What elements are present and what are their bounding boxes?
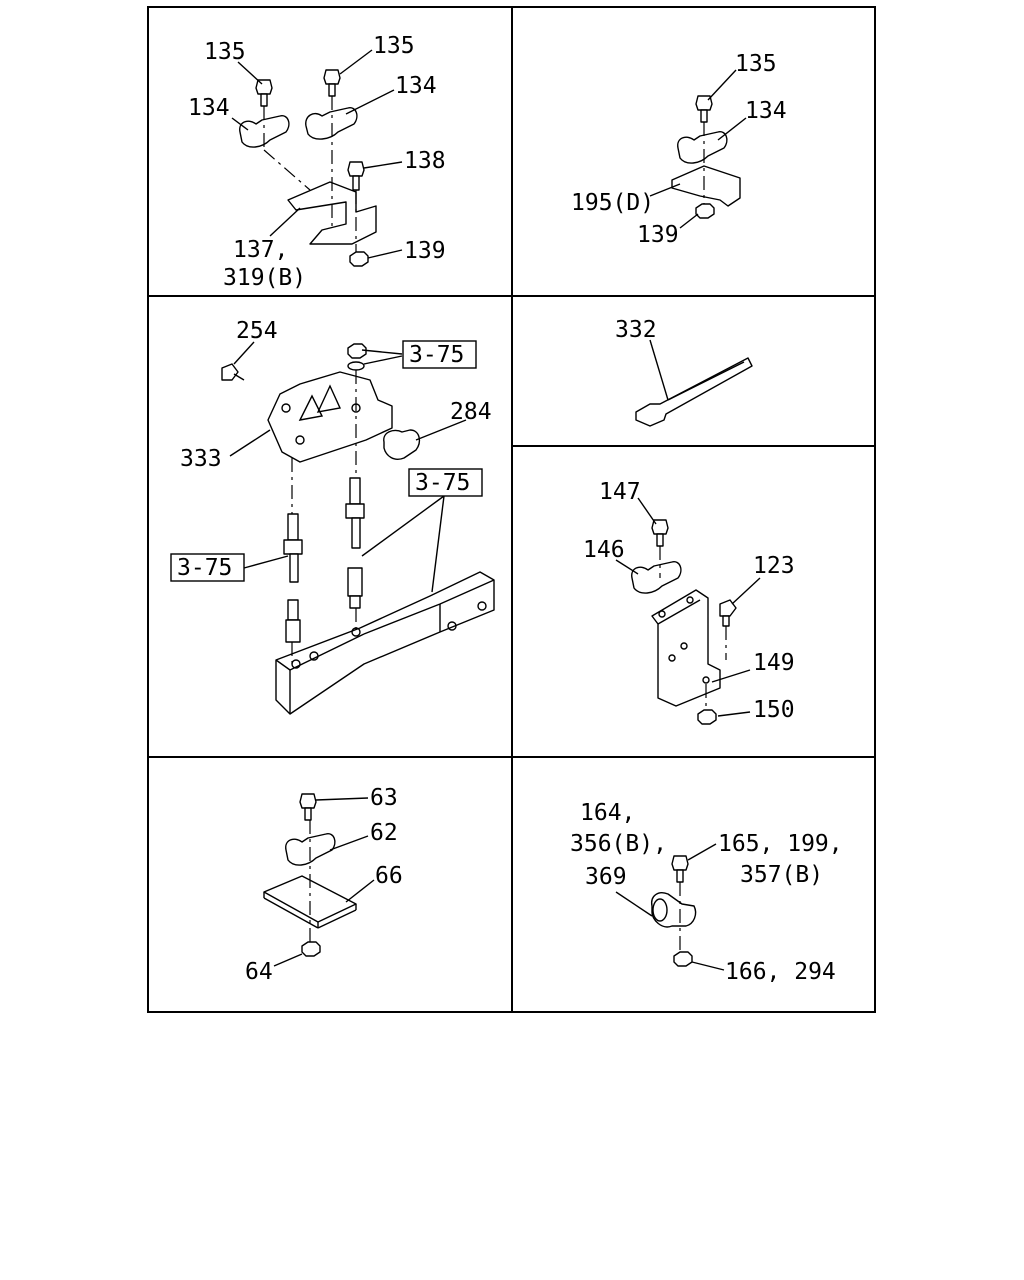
label-123: 123 xyxy=(753,553,795,579)
label-357b: 357(B) xyxy=(740,862,823,888)
panel-l-bracket-assembly: 147 146 123 149 150 xyxy=(583,479,795,725)
stud-right xyxy=(345,477,365,609)
label-138: 138 xyxy=(404,148,446,174)
label-134-c: 134 xyxy=(745,98,787,124)
bolt-254 xyxy=(221,363,245,381)
label-66: 66 xyxy=(375,863,403,889)
clip-146 xyxy=(631,561,682,594)
label-139-a: 139 xyxy=(404,238,446,264)
clip-134-right xyxy=(305,107,358,140)
nut-150 xyxy=(697,709,717,725)
bracket-333 xyxy=(267,371,393,463)
label-135-a: 135 xyxy=(204,39,246,65)
label-137: 137, xyxy=(233,237,288,263)
clip-284 xyxy=(383,429,421,460)
bolt-123 xyxy=(719,599,737,627)
panel-grid xyxy=(147,6,876,1013)
label-166-294: 166, 294 xyxy=(725,959,836,985)
label-63: 63 xyxy=(370,785,398,811)
ref-box-3-75-left xyxy=(170,553,245,582)
panel-clip-plate-assembly: 135 134 195(D) 139 xyxy=(571,51,787,248)
label-149: 149 xyxy=(753,650,795,676)
panel-cable-tie: 332 xyxy=(615,317,753,427)
frame-rail xyxy=(275,571,495,715)
clip-134-left xyxy=(239,115,290,148)
label-150: 150 xyxy=(753,697,795,723)
label-254: 254 xyxy=(236,318,278,344)
nut-64 xyxy=(301,941,321,957)
label-3-75-a: 3-75 xyxy=(409,342,464,368)
clip-134-panel2 xyxy=(677,131,728,164)
label-139-b: 139 xyxy=(637,222,679,248)
stud-left xyxy=(283,513,303,643)
panel-clip-pad-assembly: 63 62 66 64 xyxy=(245,785,403,985)
panel-bracket-frame-assembly: 254 3-75 284 333 3-75 3-75 xyxy=(170,318,495,715)
bolt-63 xyxy=(299,793,317,821)
nut-139-panel1 xyxy=(349,251,369,267)
label-3-75-b: 3-75 xyxy=(415,470,470,496)
nut-139-panel2 xyxy=(695,203,715,219)
label-319b: 319(B) xyxy=(223,265,306,291)
label-134-a: 134 xyxy=(395,73,437,99)
bolt-135-panel2 xyxy=(695,95,713,123)
label-164: 164, xyxy=(580,800,635,826)
label-146: 146 xyxy=(583,537,625,563)
label-147: 147 xyxy=(599,479,641,505)
panel-p-clip-assembly: 164, 356(B), 369 165, 199, 357(B) 166, 2… xyxy=(570,800,843,985)
panel-clip-bracket-assembly: 135 135 134 134 138 137, 319(B) 139 xyxy=(188,33,446,291)
bolt-138 xyxy=(347,161,365,191)
bolt-147 xyxy=(651,519,669,547)
ref-box-3-75-top xyxy=(402,340,477,369)
nut-166 xyxy=(673,951,693,967)
label-135-c: 135 xyxy=(735,51,777,77)
p-clip-164 xyxy=(651,892,697,928)
label-3-75-c: 3-75 xyxy=(177,555,232,581)
bolt-165 xyxy=(671,855,689,883)
washer-top xyxy=(347,361,365,371)
label-165-199: 165, 199, xyxy=(718,831,843,857)
ref-box-3-75-mid xyxy=(408,468,483,497)
label-284: 284 xyxy=(450,399,492,425)
label-134-b: 134 xyxy=(188,95,230,121)
label-333: 333 xyxy=(180,446,222,472)
bracket-195d xyxy=(671,165,741,207)
label-62: 62 xyxy=(370,820,398,846)
label-64: 64 xyxy=(245,959,273,985)
bolt-135-right xyxy=(323,69,341,97)
label-356b: 356(B), xyxy=(570,831,667,857)
cable-tie-332 xyxy=(635,357,753,427)
label-195d: 195(D) xyxy=(571,190,654,216)
label-369: 369 xyxy=(585,864,627,890)
nut-top xyxy=(347,343,367,359)
label-135-b: 135 xyxy=(373,33,415,59)
label-332: 332 xyxy=(615,317,657,343)
bolt-135-left xyxy=(255,79,273,107)
